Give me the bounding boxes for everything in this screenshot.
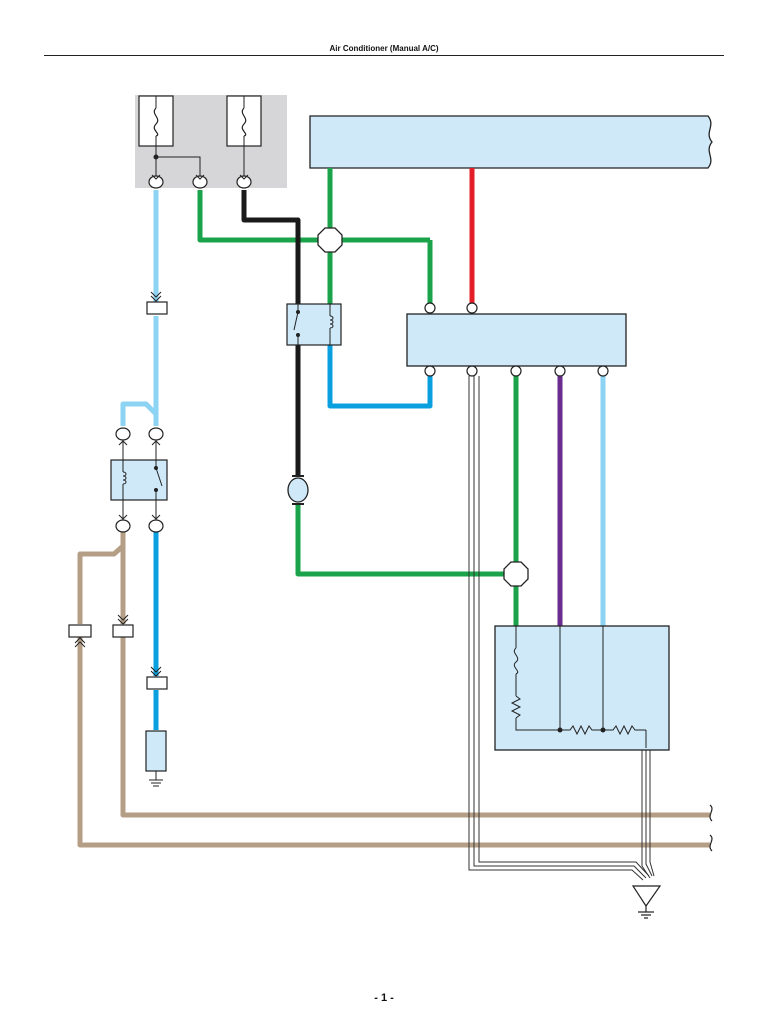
heater-relay xyxy=(110,440,168,520)
fuse-right-icon xyxy=(226,95,262,147)
junction-block-connectors xyxy=(148,175,252,189)
splice-lower-icon xyxy=(503,561,529,587)
lower-right-module xyxy=(494,625,670,751)
inline-connector-2 xyxy=(146,666,168,690)
header-divider xyxy=(44,55,724,56)
inline-connector-3 xyxy=(112,614,134,638)
ground-left-icon xyxy=(149,771,163,787)
connector-arrow-icons xyxy=(151,174,249,180)
page-number: - 1 - xyxy=(374,992,394,1004)
junction-block-internal-wiring xyxy=(153,146,245,176)
wire-green-lower xyxy=(295,376,519,626)
wire-blue-relay xyxy=(327,345,433,409)
splice-upper-icon xyxy=(317,227,343,253)
wire-shielded xyxy=(468,376,655,881)
wire-continuation-icons xyxy=(709,804,713,852)
wire-tan xyxy=(77,532,710,848)
fuse-left-icon xyxy=(138,95,174,147)
blower-motor-icon xyxy=(287,475,309,505)
inline-connector-4 xyxy=(68,624,92,648)
ground-right-icon xyxy=(631,885,662,919)
wire-light-blue-left xyxy=(120,190,159,426)
blower-relay xyxy=(286,303,342,346)
page-title: Air Conditioner (Manual A/C) xyxy=(329,44,439,53)
middle-control-module xyxy=(406,313,627,367)
top-ecu-module xyxy=(309,115,713,169)
inline-connector-1 xyxy=(146,291,168,315)
lower-left-component xyxy=(145,730,167,772)
middle-module-pins xyxy=(424,302,609,377)
wire-green-upper xyxy=(197,168,433,304)
wire-black xyxy=(241,190,301,476)
